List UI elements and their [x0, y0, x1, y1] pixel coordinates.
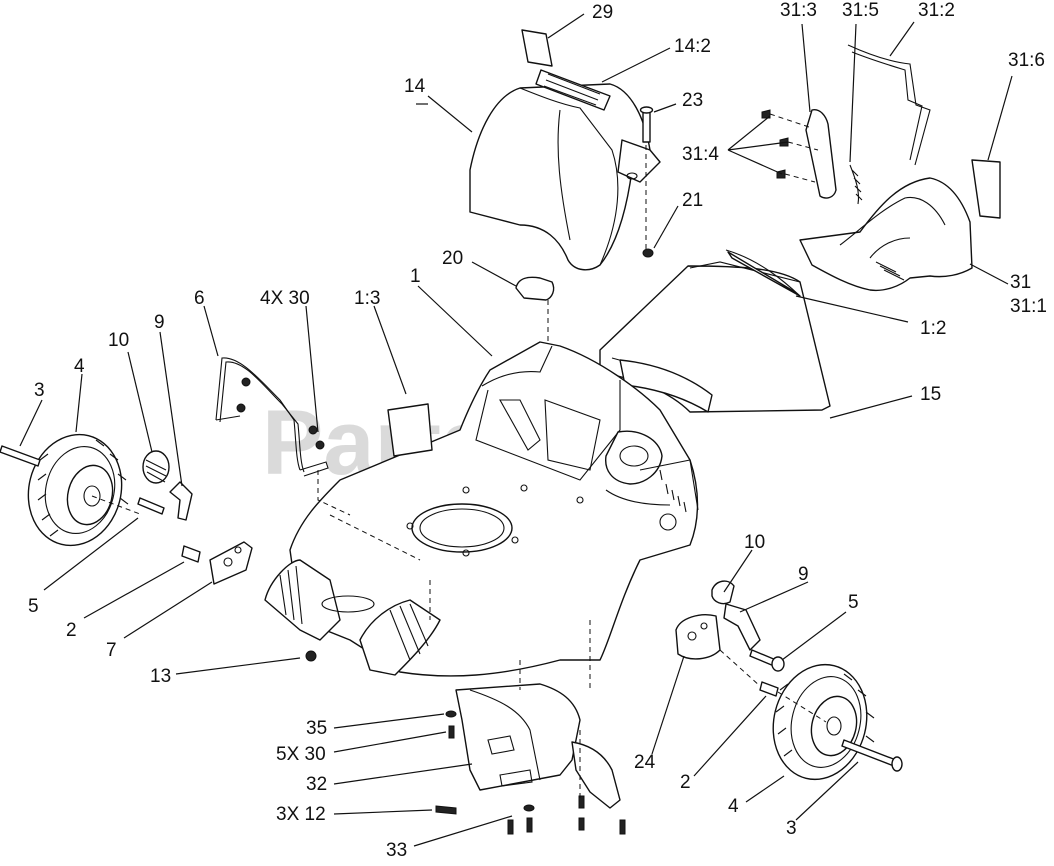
part-7-bracket-left — [209, 541, 253, 585]
callout-31-2: 31:2 — [918, 0, 955, 21]
callout-4-right: 4 — [728, 796, 739, 817]
callout-21: 21 — [682, 190, 703, 211]
callout-1: 1 — [410, 266, 421, 287]
part-4-wheel-left — [27, 433, 129, 547]
callout-9-left: 9 — [154, 312, 165, 333]
callout-10-left: 10 — [108, 330, 129, 351]
part-10-cap-right — [711, 580, 735, 605]
callout-3-left: 3 — [34, 380, 45, 401]
callout-31: 31 — [1010, 272, 1031, 293]
callout-1-3: 1:3 — [354, 288, 380, 309]
callout-32: 32 — [306, 774, 327, 795]
callout-4x30: 4X 30 — [260, 288, 310, 309]
part-31-handle-bracket — [799, 44, 973, 292]
part-10-cap-left — [142, 450, 170, 484]
part-20-knob — [515, 276, 555, 301]
callout-10-right: 10 — [744, 532, 765, 553]
callout-5-left: 5 — [28, 596, 39, 617]
part-2-bushing-left — [181, 545, 201, 563]
part-13-bolt — [305, 650, 317, 662]
callout-7: 7 — [106, 640, 117, 661]
part-3-axle-bolt-left — [0, 445, 41, 467]
callout-5x30: 5X 30 — [276, 744, 326, 765]
callout-33: 33 — [386, 840, 407, 861]
leader-lines — [19, 13, 1013, 847]
callout-labels: 29 14:2 14 23 21 31:3 31:5 31:2 31:6 31:… — [28, 0, 1047, 861]
part-1-mower-deck — [264, 341, 699, 677]
part-32-rear-flap — [455, 683, 621, 809]
part-4x30-bolts — [236, 377, 325, 450]
callout-6: 6 — [194, 288, 205, 309]
part-24-bracket-right — [675, 614, 721, 660]
callout-29: 29 — [592, 2, 613, 23]
callout-3x12: 3X 12 — [276, 804, 326, 825]
callout-13: 13 — [150, 666, 171, 687]
callout-31-6: 31:6 — [1008, 50, 1045, 71]
part-9-spring-left — [169, 481, 193, 521]
callout-31-1: 31:1 — [1010, 296, 1047, 317]
callout-31-5: 31:5 — [842, 0, 879, 21]
part-15-grass-chute — [599, 251, 831, 413]
callout-1-2: 1:2 — [920, 318, 946, 339]
callout-4-left: 4 — [74, 356, 85, 377]
callout-2-right: 2 — [680, 772, 691, 793]
part-35-33-fasteners — [435, 710, 626, 835]
callout-23: 23 — [682, 90, 703, 111]
part-23-bolt — [639, 106, 654, 143]
callout-14-2: 14:2 — [674, 36, 711, 57]
callout-2-left: 2 — [66, 620, 77, 641]
callout-31-3: 31:3 — [780, 0, 817, 21]
callout-9-right: 9 — [798, 564, 809, 585]
callout-31-4: 31:4 — [682, 144, 719, 165]
callout-3-right: 3 — [786, 818, 797, 839]
part-4-wheel-right — [772, 663, 875, 781]
part-14-rear-cover — [469, 69, 661, 271]
part-1-2-trim — [725, 249, 801, 297]
part-6-height-handle — [215, 357, 329, 477]
callout-5-right: 5 — [848, 592, 859, 613]
part-2-bushing-right — [759, 681, 779, 697]
callout-15: 15 — [920, 384, 941, 405]
part-21-nut — [642, 248, 654, 258]
part-29-decal — [521, 29, 553, 67]
part-31-6-decal — [971, 159, 1001, 219]
part-5-bolt-left — [137, 497, 165, 515]
callout-24: 24 — [634, 752, 656, 773]
part-1-3-decal — [387, 403, 433, 457]
callout-20: 20 — [442, 248, 463, 269]
callout-35: 35 — [306, 718, 327, 739]
callout-14: 14 — [404, 76, 426, 97]
